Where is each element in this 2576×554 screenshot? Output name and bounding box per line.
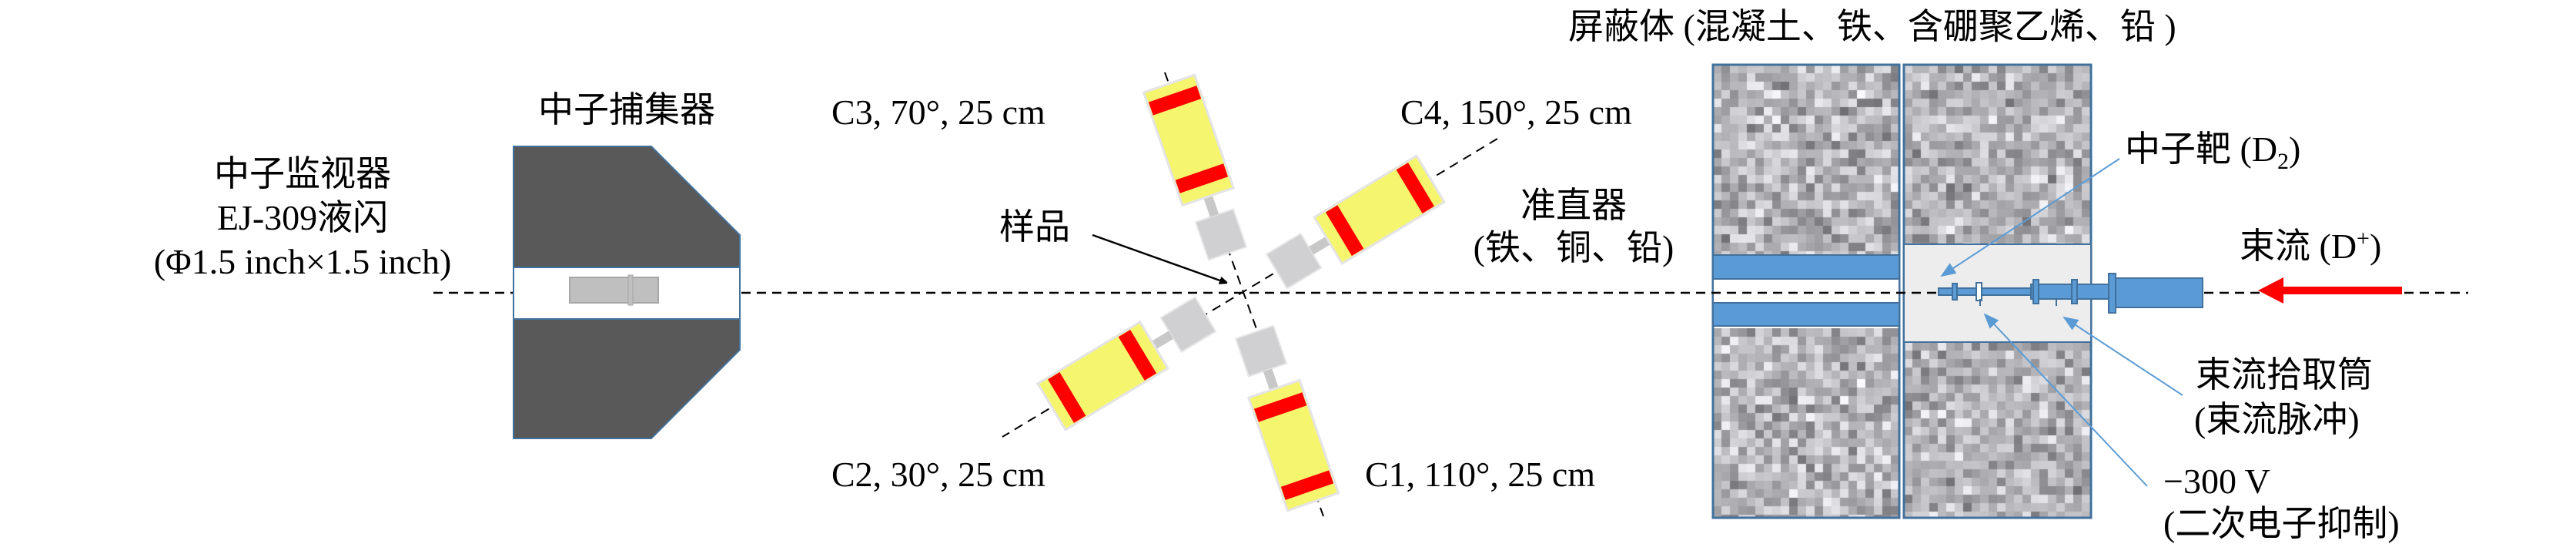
catcher-label: 中子捕集器 xyxy=(538,90,715,129)
monitor-size-label: (Φ1.5 inch×1.5 inch) xyxy=(154,242,452,281)
target-label: 中子靶 (D2) xyxy=(2125,129,2300,174)
shield-concrete-texture xyxy=(1713,65,1899,254)
collimator-material-label: (铁、铜、铅) xyxy=(1474,228,1674,267)
detector-c4 xyxy=(1261,154,1446,296)
beam-direction-arrow xyxy=(2258,277,2402,304)
suppression-callout-arrow xyxy=(1983,313,2148,487)
target-callout-arrow xyxy=(1940,158,2120,277)
detector-c3 xyxy=(1142,73,1255,264)
shield-concrete-texture xyxy=(1904,342,2091,518)
collimator-label: 准直器 xyxy=(1521,186,1627,225)
monitor-model-label: EJ-309液闪 xyxy=(217,198,388,237)
sample-arrow xyxy=(1092,233,1226,283)
detector-c3-label: C3, 70°, 25 cm xyxy=(831,92,1045,132)
pickup-callout-arrow xyxy=(2062,316,2183,396)
collimator-upper xyxy=(1712,254,1900,280)
detector-c1-label: C1, 110°, 25 cm xyxy=(1365,455,1595,494)
pickup-sub-label: (束流脉冲) xyxy=(2194,400,2360,439)
detector-c4-label: C4, 150°, 25 cm xyxy=(1400,92,1632,132)
monitor-label: 中子监视器 xyxy=(214,154,391,193)
detector-c1 xyxy=(1227,322,1340,512)
collimator-channel xyxy=(1712,278,1900,304)
shield-concrete-texture xyxy=(1904,65,2091,244)
suppression-voltage-label: −300 V xyxy=(2163,462,2270,501)
beam-label: 束流 (D+) xyxy=(2240,226,2381,266)
neutron-monitor-detector xyxy=(569,277,659,304)
shield-concrete-texture xyxy=(1713,328,1899,518)
neutron-catcher xyxy=(513,146,741,439)
collimator-lower xyxy=(1712,302,1900,327)
beam-pipe xyxy=(1938,273,2203,314)
detector-c2 xyxy=(1036,290,1221,431)
sample-label: 样品 xyxy=(999,207,1070,247)
pickup-label: 束流拾取筒 xyxy=(2196,355,2373,395)
detector-c2-label: C2, 30°, 25 cm xyxy=(831,455,1045,494)
suppression-sub-label: (二次电子抑制) xyxy=(2163,504,2400,543)
shield-label: 屏蔽体 (混凝土、铁、含硼聚乙烯、铅 ) xyxy=(1568,7,2176,46)
